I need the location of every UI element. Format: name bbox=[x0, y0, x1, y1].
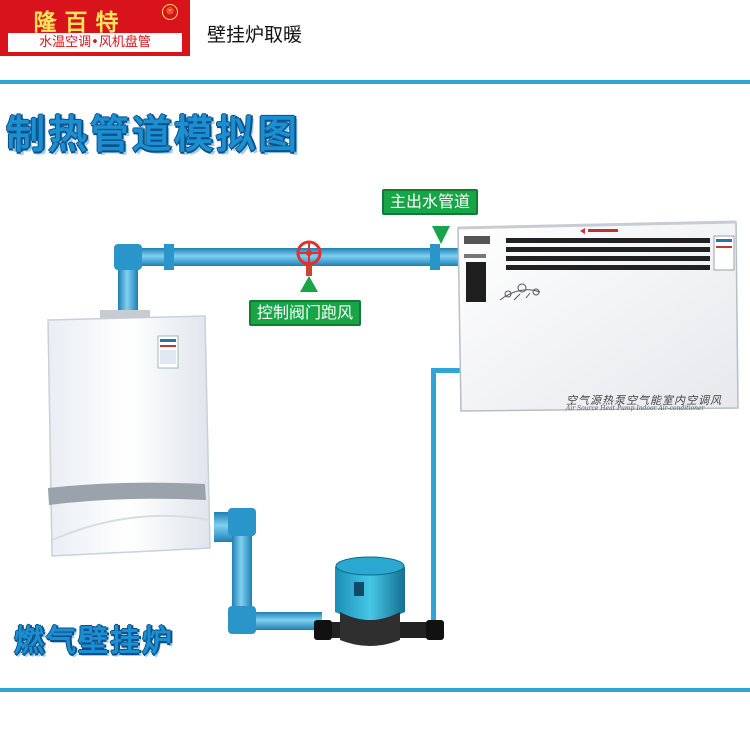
boiler-unit bbox=[47, 310, 211, 557]
control-valve-label: 控制阀门跑风 bbox=[249, 300, 362, 326]
ac-unit-script: 空气源热泵空气能室内空调风 bbox=[566, 394, 722, 407]
diagram-title: 制热管道模拟图 bbox=[6, 113, 301, 158]
supply-pipe bbox=[114, 244, 463, 320]
air-conditioner-unit bbox=[457, 220, 739, 412]
arrow-down-icon bbox=[432, 226, 450, 244]
valve-wheel-icon bbox=[296, 240, 322, 276]
brand-logo: 隆百特 ® 水温空调•风机盘管 bbox=[0, 0, 190, 56]
return-pipe bbox=[214, 368, 461, 640]
main-outlet-label: 主出水管道 bbox=[382, 189, 479, 215]
logo-title: 隆百特 bbox=[33, 9, 127, 36]
bottom-divider bbox=[0, 688, 750, 692]
page-title: 壁挂炉取暖 bbox=[207, 24, 303, 46]
registered-mark: ® bbox=[162, 4, 178, 20]
logo-subtitle-bar bbox=[8, 33, 182, 52]
arrow-up-icon bbox=[300, 276, 318, 292]
circulation-pump bbox=[314, 556, 444, 646]
ac-unit-caption: Air Source Heat Pump Indoor Air-conditio… bbox=[566, 405, 705, 412]
top-divider bbox=[0, 80, 750, 84]
logo-subtitle: 水温空调•风机盘管 bbox=[39, 35, 151, 50]
boiler-label: 燃气壁挂炉 bbox=[14, 624, 174, 659]
